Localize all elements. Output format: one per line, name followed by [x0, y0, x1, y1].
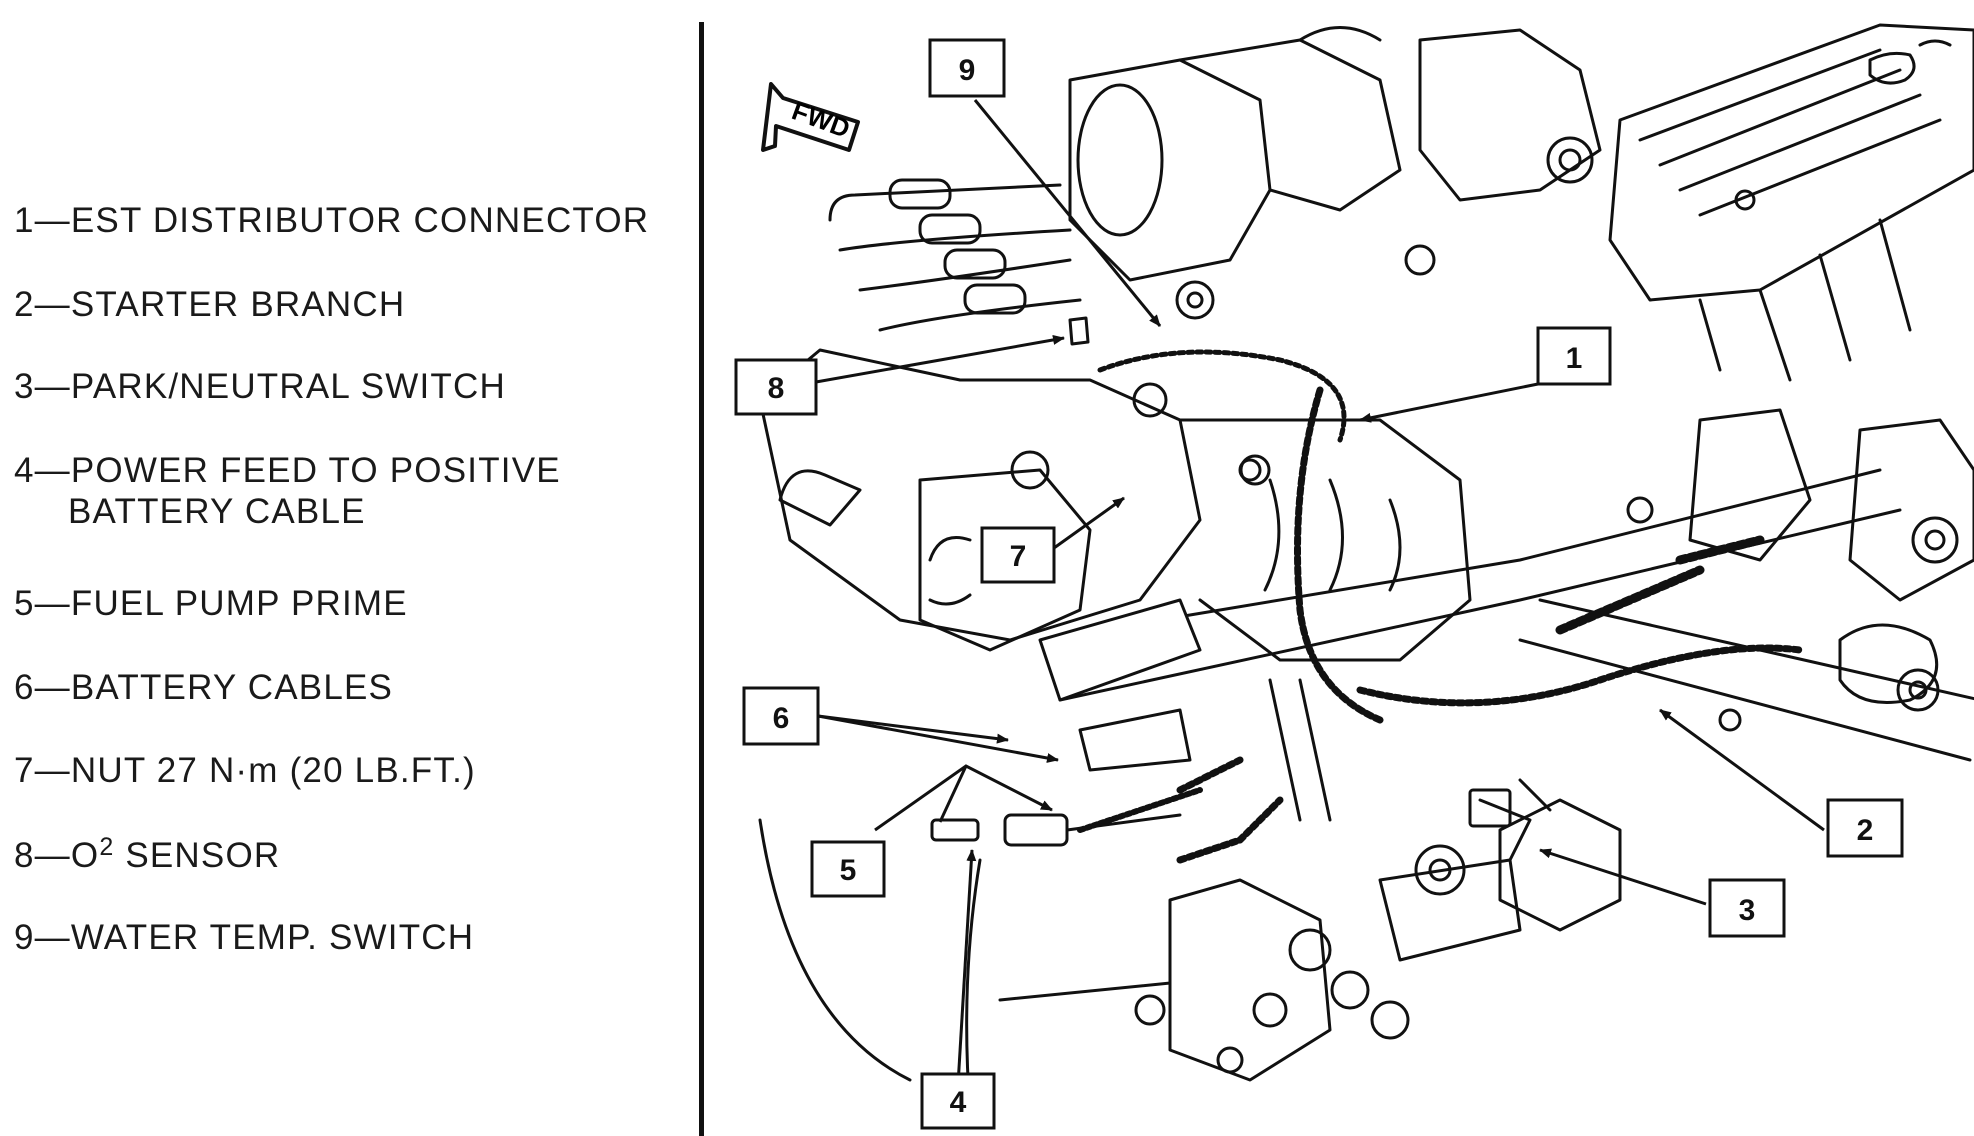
- legend-number: 1: [14, 201, 35, 240]
- callout-4-label: 4: [950, 1086, 967, 1119]
- callout-4: 4: [920, 1072, 996, 1130]
- legend-item-8: 8—O2 SENSOR: [14, 833, 281, 876]
- leader-line-1: [1359, 382, 1539, 423]
- legend-item-5: 5—FUEL PUMP PRIME: [14, 584, 408, 623]
- leader-line-6: [817, 714, 1009, 744]
- legend-number: 5: [14, 584, 35, 623]
- callout-7-label: 7: [1010, 540, 1027, 573]
- legend-text: BATTERY CABLES: [70, 668, 394, 707]
- legend-text: O: [70, 836, 100, 875]
- leader-line-5b: [938, 765, 968, 823]
- legend-text: NUT 27 N·m (20 LB.FT.): [70, 751, 476, 790]
- leader-line-9: [973, 99, 1162, 327]
- callout-1-label: 1: [1566, 342, 1583, 375]
- legend-text-suffix: SENSOR: [114, 836, 281, 875]
- legend-text-continued: BATTERY CABLE: [68, 492, 366, 531]
- legend-number: 8: [14, 836, 35, 875]
- legend-item-3: 3—PARK/NEUTRAL SWITCH: [14, 367, 506, 406]
- callout-5: 5: [810, 840, 886, 898]
- callout-9: 9: [928, 38, 1006, 98]
- legend-text: STARTER BRANCH: [70, 285, 406, 324]
- legend-item-9: 9—WATER TEMP. SWITCH: [14, 918, 475, 957]
- legend-text: EST DISTRIBUTOR CONNECTOR: [70, 201, 650, 240]
- leader-line-3: [1539, 848, 1707, 906]
- legend-item-1: 1—EST DISTRIBUTOR CONNECTOR: [14, 201, 650, 240]
- callout-6: 6: [742, 686, 820, 746]
- leader-line-4: [956, 849, 977, 1086]
- legend-superscript: 2: [99, 833, 115, 861]
- callout-6-label: 6: [773, 702, 790, 735]
- legend-item-4: 4—POWER FEED TO POSITIVE BATTERY CABLE: [14, 451, 561, 531]
- leader-lines: [815, 99, 1825, 1086]
- legend-number: 9: [14, 918, 35, 957]
- callout-3: 3: [1708, 878, 1786, 938]
- legend-item-7: 7—NUT 27 N·m (20 LB.FT.): [14, 751, 476, 790]
- callouts: 1 2 3 4 5 6 7 8: [734, 38, 1904, 1130]
- callout-8: 8: [734, 358, 818, 416]
- callout-8-label: 8: [768, 372, 785, 405]
- legend-number: 7: [14, 751, 35, 790]
- leader-line-2: [1659, 708, 1825, 832]
- vertical-divider: [699, 22, 704, 1136]
- legend-number: 3: [14, 367, 35, 406]
- legend-item-2: 2—STARTER BRANCH: [14, 285, 406, 324]
- leader-line-7: [1053, 496, 1125, 550]
- callout-2: 2: [1826, 798, 1904, 858]
- engine-wiring-diagram: FWD: [734, 23, 1974, 1130]
- legend-text: WATER TEMP. SWITCH: [70, 918, 475, 957]
- legend-text: PARK/NEUTRAL SWITCH: [70, 367, 506, 406]
- leader-line-8: [815, 334, 1065, 384]
- forward-direction-arrow: FWD: [761, 82, 860, 152]
- callout-3-label: 3: [1739, 894, 1756, 927]
- callout-5-label: 5: [840, 854, 857, 887]
- legend-number: 2: [14, 285, 35, 324]
- leader-line-6b: [817, 714, 1059, 763]
- callout-7: 7: [980, 526, 1056, 584]
- legend-text: FUEL PUMP PRIME: [70, 584, 408, 623]
- callout-9-label: 9: [959, 54, 976, 87]
- legend-number: 4: [14, 451, 35, 490]
- callout-1: 1: [1536, 326, 1612, 386]
- callout-2-label: 2: [1857, 814, 1874, 847]
- legend-item-6: 6—BATTERY CABLES: [14, 668, 394, 707]
- legend-number: 6: [14, 668, 35, 707]
- engine-illustration: [758, 23, 1974, 1112]
- legend-text: POWER FEED TO POSITIVE: [70, 451, 561, 490]
